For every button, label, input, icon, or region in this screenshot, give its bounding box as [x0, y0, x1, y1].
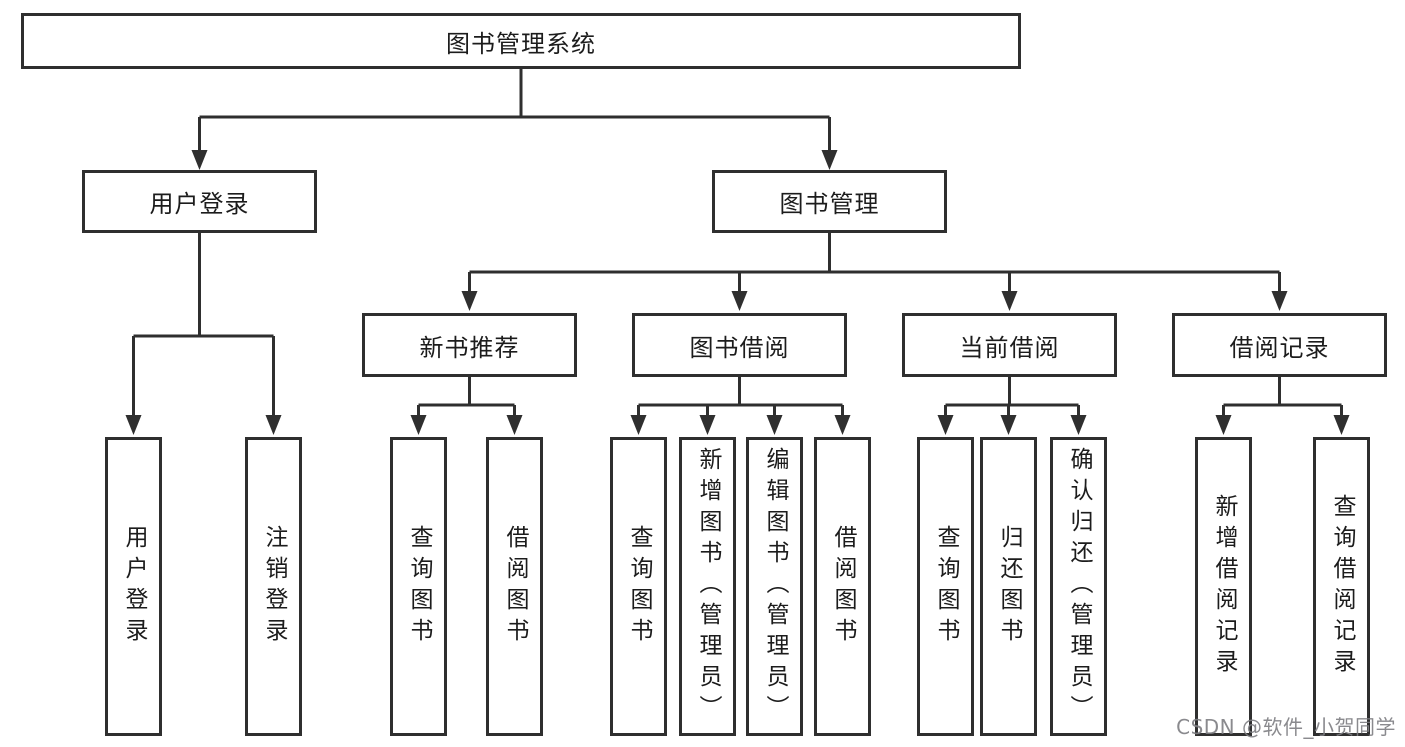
leaf-return-book: 归还图书 — [980, 437, 1037, 736]
node-book-borrow: 图书借阅 — [632, 313, 847, 377]
leaf-confirm-return-admin-label: 确认归还（管理员） — [1066, 447, 1092, 726]
leaf-borrow-book-1: 借阅图书 — [486, 437, 543, 736]
arrowheads-current-borrow-branch — [937, 415, 1087, 435]
leaf-add-book-admin-label: 新增图书（管理员） — [695, 447, 721, 726]
leaf-borrow-book-1-label: 借阅图书 — [502, 524, 528, 649]
arrowheads-borrow-record-branch — [1215, 415, 1350, 435]
csdn-watermark: CSDN @软件_小贺同学 — [1176, 715, 1396, 739]
connector-book-mgmt-to-level3 — [468, 233, 1281, 293]
node-book-management-label: 图书管理 — [779, 190, 880, 218]
arrowheads-book-borrow-branch — [630, 415, 851, 435]
leaf-add-book-admin: 新增图书（管理员） — [679, 437, 736, 736]
leaf-edit-book-admin: 编辑图书（管理员） — [746, 437, 803, 736]
node-book-borrow-label: 图书借阅 — [689, 333, 790, 362]
leaf-logout-label: 注销登录 — [261, 524, 287, 649]
leaf-user-login: 用户登录 — [105, 437, 162, 736]
connector-current-borrow-branch — [944, 377, 1080, 417]
leaf-query-book-3-label: 查询图书 — [933, 524, 959, 649]
arrowheads-new-book-branch — [410, 415, 523, 435]
leaf-query-book-2: 查询图书 — [610, 437, 667, 736]
leaf-query-book-3: 查询图书 — [917, 437, 974, 736]
leaf-query-borrow-record-label: 查询借阅记录 — [1329, 493, 1355, 680]
connector-user-login-branch — [132, 233, 275, 417]
node-library-system-label: 图书管理系统 — [446, 29, 596, 58]
leaf-return-book-label: 归还图书 — [996, 524, 1022, 649]
leaf-user-login-label: 用户登录 — [121, 524, 147, 649]
node-user-login-label: 用户登录 — [149, 190, 250, 218]
leaf-add-borrow-record-label: 新增借阅记录 — [1211, 493, 1237, 680]
node-new-book-recommend-label: 新书推荐 — [419, 333, 520, 362]
node-new-book-recommend: 新书推荐 — [362, 313, 577, 377]
node-current-borrow-label: 当前借阅 — [959, 333, 1060, 362]
leaf-confirm-return-admin: 确认归还（管理员） — [1050, 437, 1107, 736]
connector-book-borrow-branch — [637, 377, 844, 417]
arrowheads-book-mgmt-to-level3 — [461, 291, 1288, 311]
arrowheads-root-to-level2 — [191, 150, 838, 170]
node-borrow-record: 借阅记录 — [1172, 313, 1387, 377]
arrowheads-user-login-branch — [125, 415, 282, 435]
leaf-borrow-book-2: 借阅图书 — [814, 437, 871, 736]
leaf-borrow-book-2-label: 借阅图书 — [830, 524, 856, 649]
node-borrow-record-label: 借阅记录 — [1229, 333, 1330, 362]
connector-new-book-branch — [417, 377, 516, 417]
leaf-logout: 注销登录 — [245, 437, 302, 736]
node-library-system: 图书管理系统 — [21, 13, 1021, 69]
leaf-query-book-1: 查询图书 — [390, 437, 447, 736]
connector-root-to-level2 — [198, 68, 831, 152]
leaf-add-borrow-record: 新增借阅记录 — [1195, 437, 1252, 736]
connector-borrow-record-branch — [1222, 377, 1343, 417]
node-current-borrow: 当前借阅 — [902, 313, 1117, 377]
node-book-management: 图书管理 — [712, 170, 947, 233]
leaf-edit-book-admin-label: 编辑图书（管理员） — [762, 447, 788, 726]
leaf-query-book-2-label: 查询图书 — [626, 524, 652, 649]
leaf-query-book-1-label: 查询图书 — [406, 524, 432, 649]
leaf-query-borrow-record: 查询借阅记录 — [1313, 437, 1370, 736]
node-user-login: 用户登录 — [82, 170, 317, 233]
